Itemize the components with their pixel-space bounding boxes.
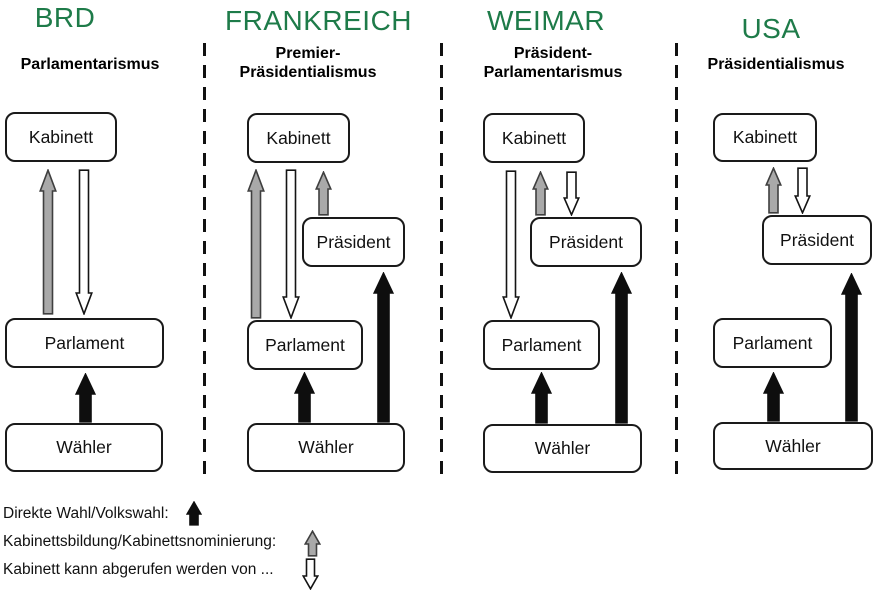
system-subtitle-line: Präsident- xyxy=(513,45,593,62)
praesident-box-usa: Präsident xyxy=(762,215,872,265)
legend-label-cabinet-recall: Kabinett kann abgerufen werden von ... xyxy=(3,561,274,578)
system-subtitle-line: Parlamentarismus xyxy=(20,56,160,73)
arrow-volkswahl-waehler-parlament-frankreich xyxy=(293,371,316,423)
praesident-box-weimar: Präsident xyxy=(530,217,642,267)
country-title-usa: USA xyxy=(741,13,801,44)
arrow-abberufung-kabinett-praesident-usa xyxy=(793,167,812,215)
parlament-box-weimar: Parlament xyxy=(483,320,600,370)
legend-label-cabinet-formation: Kabinettsbildung/Kabinettsnominierung: xyxy=(3,533,277,550)
arrow-abberufung-kabinett-parlament-brd xyxy=(75,169,93,317)
country-title-brd: BRD xyxy=(34,2,96,33)
column-divider-3 xyxy=(675,43,678,480)
waehler-box-frankreich: Wähler xyxy=(247,423,405,472)
arrow-abberufung-kabinett-praesident-weimar xyxy=(562,171,581,217)
waehler-box-weimar: Wähler xyxy=(483,424,642,473)
cabinet-recall-arrow-icon xyxy=(301,558,320,591)
column-divider-2 xyxy=(440,43,443,480)
arrow-volkswahl-waehler-praesident-weimar xyxy=(610,271,633,424)
praesident-box-frankreich: Präsident xyxy=(302,217,405,267)
arrow-abberufung-kabinett-parlament-weimar xyxy=(502,170,520,321)
system-subtitle-line: Präsidentialismus xyxy=(707,56,845,73)
system-subtitle-frankreich: Premier- Präsidentialismus xyxy=(218,44,398,82)
arrow-kabinettsbildung-parlament-kabinett-frankreich xyxy=(247,167,265,319)
parlament-box-frankreich: Parlament xyxy=(247,320,363,370)
system-subtitle-brd: Parlamentarismus xyxy=(0,55,180,74)
waehler-box-usa: Wähler xyxy=(713,422,873,470)
arrow-abberufung-kabinett-parlament-frankreich xyxy=(282,169,300,321)
arrow-kabinettsnominierung-praesident-kabinett-usa xyxy=(764,166,783,214)
arrow-kabinettsbildung-parlament-kabinett-brd xyxy=(39,167,57,315)
system-subtitle-line: Premier- xyxy=(275,45,341,62)
kabinett-box-usa: Kabinett xyxy=(713,113,817,162)
arrow-volkswahl-waehler-praesident-frankreich xyxy=(372,271,395,423)
legend-label-direct-election: Direkte Wahl/Volkswahl: xyxy=(3,505,169,522)
arrow-kabinettsnominierung-praesident-kabinett-frankreich xyxy=(314,170,333,216)
kabinett-box-brd: Kabinett xyxy=(5,112,117,162)
arrow-kabinettsnominierung-praesident-kabinett-weimar xyxy=(531,170,550,216)
system-subtitle-line: Präsidentialismus xyxy=(239,64,377,81)
cabinet-formation-arrow-icon xyxy=(303,529,322,557)
arrow-volkswahl-waehler-parlament-weimar xyxy=(530,371,553,424)
country-title-frankreich: FRANKREICH xyxy=(225,5,413,36)
arrow-volkswahl-waehler-praesident-usa xyxy=(840,272,863,422)
kabinett-box-frankreich: Kabinett xyxy=(247,113,350,163)
arrow-volkswahl-waehler-parlament-usa xyxy=(762,371,785,422)
direct-election-arrow-icon xyxy=(185,500,203,526)
column-divider-1 xyxy=(203,43,206,480)
parlament-box-brd: Parlament xyxy=(5,318,164,368)
kabinett-box-weimar: Kabinett xyxy=(483,113,585,163)
system-subtitle-line: Parlamentarismus xyxy=(483,64,623,81)
parlament-box-usa: Parlament xyxy=(713,318,832,368)
system-subtitle-usa: Präsidentialismus xyxy=(686,55,866,74)
country-title-weimar: WEIMAR xyxy=(486,5,606,36)
system-subtitle-weimar: Präsident- Parlamentarismus xyxy=(463,44,643,82)
arrow-volkswahl-waehler-parlament-brd xyxy=(74,372,97,423)
waehler-box-brd: Wähler xyxy=(5,423,163,472)
